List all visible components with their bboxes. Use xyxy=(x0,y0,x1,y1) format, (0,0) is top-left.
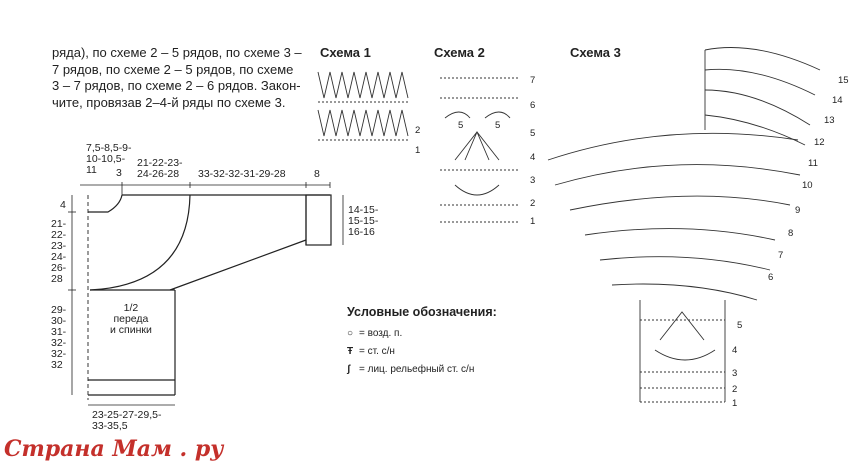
instructions-text: ряда), по схеме 2 – 5 рядов, по схеме 3 … xyxy=(52,45,302,111)
neck-width-label: 7,5-8,5-9- 10-10,5- 11 xyxy=(86,143,132,176)
shoulder-width-line: 24-26-28 xyxy=(137,168,180,180)
scheme1-title: Схема 1 xyxy=(320,45,371,60)
scheme3-row-number: 2 xyxy=(732,384,738,395)
scheme2-row-number: 5 xyxy=(530,128,536,139)
bottom-width-line: 33-35,5 xyxy=(92,420,128,432)
legend-item: ○ = возд. п. xyxy=(347,324,497,342)
armhole-height-line: 24- xyxy=(51,251,67,263)
scheme3-row-number: 3 xyxy=(732,368,738,379)
scheme3-title: Схема 3 xyxy=(570,45,621,60)
sleeve-underarm xyxy=(169,239,307,291)
piece-label-line: 1/2 xyxy=(123,302,139,314)
scheme2-row-number: 6 xyxy=(530,100,536,111)
armhole-height-line: 26- xyxy=(51,262,67,274)
scheme2-inner-number: 5 xyxy=(495,120,501,131)
body-height-label: 29- 30- 31- 32- 32- 32 xyxy=(51,305,66,371)
sleeve-length-label: 33-32-32-31-29-28 xyxy=(198,168,286,180)
scheme2-row-number: 1 xyxy=(530,216,536,227)
body-height-line: 32- xyxy=(51,337,67,349)
scheme3-row-number: 8 xyxy=(788,228,794,239)
body-height-line: 32 xyxy=(51,359,63,371)
armhole-curve xyxy=(89,194,191,291)
double-crochet-icon: Ŧ xyxy=(347,345,354,357)
shoulder-width-line: 21-22-23- xyxy=(137,157,183,169)
piece-label-line: переда xyxy=(113,313,149,325)
chain-stitch-icon: ○ xyxy=(347,327,354,339)
body-height-line: 32- xyxy=(51,348,67,360)
body-height-line: 31- xyxy=(51,326,67,338)
scheme3-row-number: 12 xyxy=(814,137,825,148)
legend-text: = ст. с/н xyxy=(359,345,395,357)
sleeve-width-line: 16-16 xyxy=(348,226,375,238)
body-height-line: 29- xyxy=(51,304,67,316)
armhole-height-label: 21- 22- 23- 24- 26- 28 xyxy=(51,219,66,285)
armhole-height-line: 21- xyxy=(51,218,67,230)
scheme2-row-number: 2 xyxy=(530,198,536,209)
sleeve-width-line: 14-15- xyxy=(348,204,379,216)
neck-depth-label: 4 xyxy=(60,199,66,211)
cuff-rect xyxy=(305,194,332,246)
scheme3-row-number: 4 xyxy=(732,345,738,356)
scheme3-row-number: 14 xyxy=(832,95,843,106)
instructions-line: чите, провязав 2–4-й ряды по схеме 3. xyxy=(52,94,286,110)
cuff-label: 8 xyxy=(314,168,320,180)
scheme3-row-number: 9 xyxy=(795,205,801,216)
scheme3-row-number: 15 xyxy=(838,75,849,86)
scheme3-row-number: 10 xyxy=(802,180,813,191)
scheme2-title: Схема 2 xyxy=(434,45,485,60)
shoulder-width-label: 21-22-23- 24-26-28 xyxy=(137,158,183,180)
sleeve-width-label: 14-15- 15-15- 16-16 xyxy=(348,205,378,238)
piece-label-line: и спинки xyxy=(110,324,152,336)
legend: Условные обозначения: ○ = возд. п. Ŧ = с… xyxy=(347,305,497,378)
scheme1-row-number: 1 xyxy=(415,145,421,156)
bottom-width-line: 23-25-27-29,5- xyxy=(92,409,162,421)
scheme1-chart xyxy=(317,71,409,141)
scheme2-chart xyxy=(440,77,520,223)
armhole-height-line: 22- xyxy=(51,229,67,241)
scheme2-inner-number: 5 xyxy=(458,120,464,131)
sleeve-width-line: 15-15- xyxy=(348,215,379,227)
scheme3-row-number: 5 xyxy=(737,320,743,331)
neck-width-line: 11 xyxy=(86,164,97,176)
piece-label: 1/2 переда и спинки xyxy=(110,303,152,336)
legend-text: = лиц. рельефный ст. с/н xyxy=(359,363,475,375)
watermark: Страна Мам . ру xyxy=(4,436,224,462)
bottom-width-label: 23-25-27-29,5- 33-35,5 xyxy=(92,410,161,432)
front-post-stitch-icon: ʃ xyxy=(347,363,351,375)
scheme3-row-number: 6 xyxy=(768,272,774,283)
instructions-line: ряда), по схеме 2 – 5 рядов, по схеме 3 … xyxy=(52,45,302,60)
scheme3-row-number: 13 xyxy=(824,115,835,126)
armhole-height-line: 23- xyxy=(51,240,67,252)
legend-item: ʃ = лиц. рельефный ст. с/н xyxy=(347,360,497,378)
neck-width-line: 10-10,5- xyxy=(86,153,126,165)
neck-curve xyxy=(88,194,123,213)
scheme1-row-number: 2 xyxy=(415,125,421,136)
scheme3-row-number: 7 xyxy=(778,250,784,261)
scheme3-chart xyxy=(547,47,821,403)
legend-item: Ŧ = ст. с/н xyxy=(347,342,497,360)
legend-text: = возд. п. xyxy=(359,327,403,339)
scheme2-row-number: 3 xyxy=(530,175,536,186)
neck-drop-label: 3 xyxy=(116,167,122,179)
legend-title: Условные обозначения: xyxy=(347,305,497,319)
neck-width-line: 7,5-8,5-9- xyxy=(86,142,132,154)
body-height-line: 30- xyxy=(51,315,67,327)
instructions-line: 3 – 7 рядов, по схеме 2 – 6 рядов. Закон… xyxy=(52,78,301,93)
armhole-height-line: 28 xyxy=(51,273,63,285)
scheme2-row-number: 4 xyxy=(530,152,536,163)
scheme2-row-number: 7 xyxy=(530,75,536,86)
scheme3-row-number: 11 xyxy=(808,158,818,169)
instructions-line: 7 рядов, по схеме 2 – 5 рядов, по схеме xyxy=(52,61,294,77)
scheme3-row-number: 1 xyxy=(732,398,738,409)
